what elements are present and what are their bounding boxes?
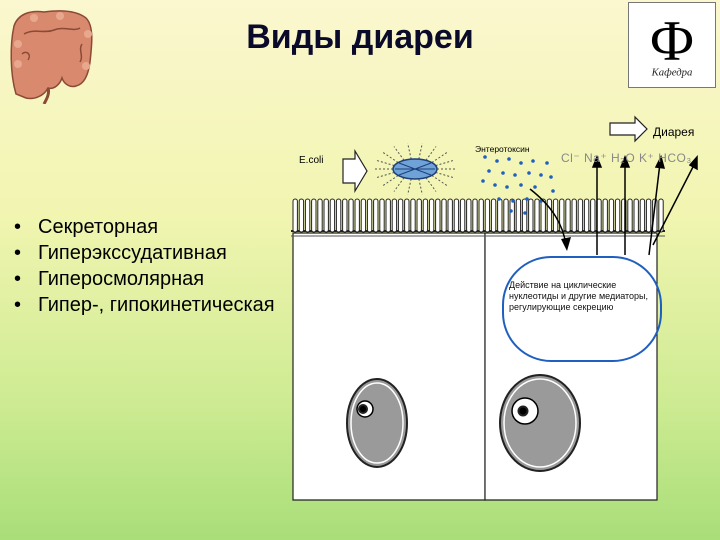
ions-label: Cl⁻ Na⁺ H₂O K⁺ HCO₃ (561, 151, 692, 165)
bullet-symbol: • (14, 268, 22, 290)
list-item-text: Секреторная (38, 216, 159, 238)
list-item: • Гипер-, гипокинетическая (14, 292, 284, 318)
page-title: Виды диареи (246, 18, 474, 56)
mediator-annotation: Действие на циклические нуклеотиды и дру… (509, 280, 649, 312)
logo-letter: Ф (650, 11, 695, 73)
nucleus-left (346, 378, 408, 468)
bacterium-icon (373, 143, 457, 195)
diarrhea-arrow-icon (609, 115, 648, 143)
logo-caption: Кафедра (651, 66, 693, 78)
secretion-arrows (591, 154, 698, 256)
list-item: • Гиперосмолярная (14, 266, 284, 292)
microvilli (292, 198, 664, 233)
list-item-text: Гиперосмолярная (38, 268, 205, 290)
list-item: • Гиперэкссудативная (14, 240, 284, 266)
mediator-zone (502, 256, 662, 362)
bullet-symbol: • (14, 242, 22, 264)
diarrhea-types-list: • Секреторная • Гиперэкссудативная • Гип… (14, 214, 284, 318)
enterotoxin-particles (481, 155, 555, 215)
diarrhea-label: Диарея (653, 125, 695, 139)
epithelial-cells (292, 232, 658, 501)
nucleus-right (499, 374, 581, 472)
secretory-diarrhea-diagram: E.coli Энтеротоксин Диарея Cl⁻ Na⁺ H₂O K… (285, 115, 720, 515)
enterotoxin-label: Энтеротоксин (475, 144, 530, 154)
list-item: • Секреторная (14, 214, 284, 240)
colon-icon (4, 4, 100, 105)
bullet-symbol: • (14, 294, 22, 316)
department-logo: Ф Кафедра (628, 2, 716, 88)
list-item-text: Гипер-, гипокинетическая (38, 294, 275, 316)
ecoli-label: E.coli (299, 155, 324, 166)
bullet-symbol: • (14, 216, 22, 238)
ecoli-arrow-icon (342, 148, 368, 194)
list-item-text: Гиперэкссудативная (38, 242, 227, 264)
